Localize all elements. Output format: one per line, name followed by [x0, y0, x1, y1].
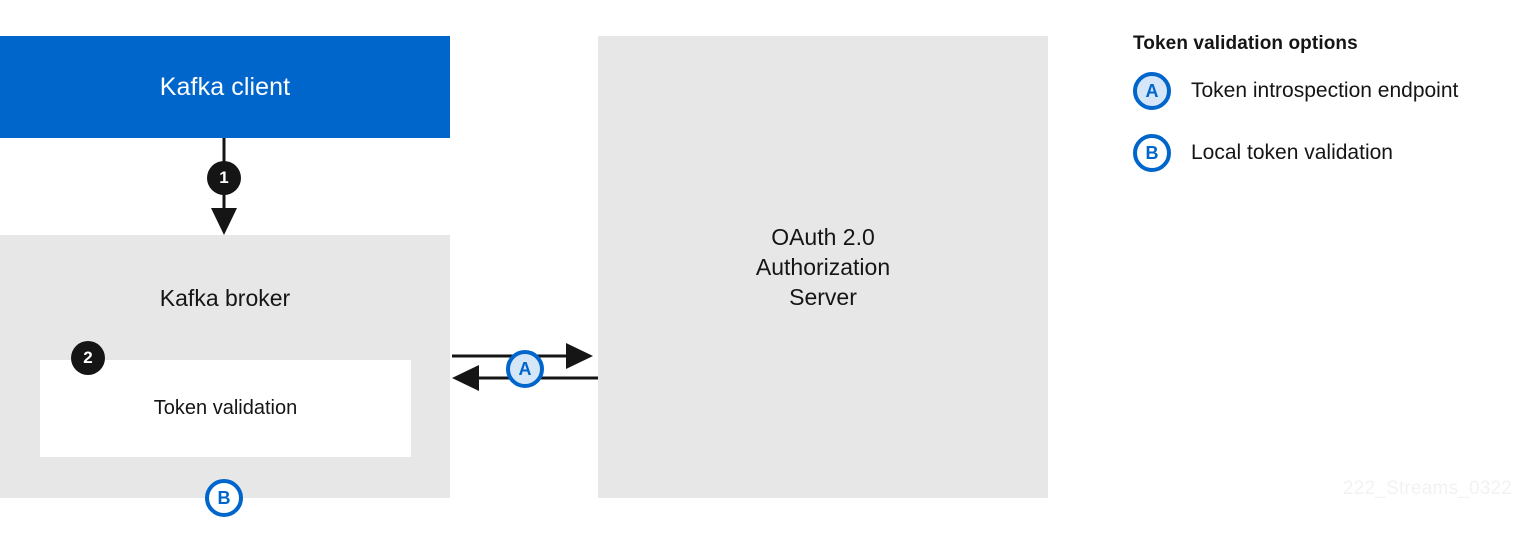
- legend-badge-a-label: A: [1145, 80, 1159, 101]
- oauth-server-label-block: OAuth 2.0 Authorization Server: [756, 222, 890, 312]
- legend-badge-a: A: [1133, 72, 1171, 110]
- step-badge-1-label: 1: [219, 168, 229, 187]
- legend-item-b: B Local token validation: [1133, 134, 1520, 172]
- step-badge-2-label: 2: [83, 348, 93, 367]
- option-badge-a-diagram-label: A: [518, 358, 532, 379]
- kafka-broker-label: Kafka broker: [159, 285, 291, 311]
- legend-item-a: A Token introspection endpoint: [1133, 72, 1520, 110]
- legend-label-b: Local token validation: [1191, 141, 1393, 164]
- kafka-client-node: Kafka client: [0, 36, 450, 138]
- kafka-client-label: Kafka client: [159, 72, 291, 101]
- oauth-server-label-line2: Authorization: [755, 254, 891, 280]
- step-badge-2: 2: [71, 341, 105, 375]
- step-badge-1: 1: [207, 161, 241, 195]
- oauth-server-label-line3: Server: [789, 284, 857, 310]
- watermark-text: 222_Streams_0322: [1343, 478, 1513, 499]
- legend-badge-b: B: [1133, 134, 1171, 172]
- option-badge-a-diagram: A: [506, 350, 544, 388]
- option-badge-b-diagram-label: B: [217, 487, 231, 508]
- oauth-authorization-server-node: OAuth 2.0 Authorization Server: [598, 36, 1048, 498]
- legend-label-a: Token introspection endpoint: [1191, 79, 1459, 102]
- token-validation-label: Token validation: [153, 397, 298, 419]
- legend-badge-b-label: B: [1145, 142, 1159, 163]
- option-badge-b-diagram: B: [205, 479, 243, 517]
- legend: Token validation options A Token introsp…: [1133, 33, 1520, 196]
- oauth-server-label-line1: OAuth 2.0: [771, 224, 875, 250]
- legend-title: Token validation options: [1133, 33, 1358, 54]
- token-validation-node: Token validation: [40, 360, 411, 457]
